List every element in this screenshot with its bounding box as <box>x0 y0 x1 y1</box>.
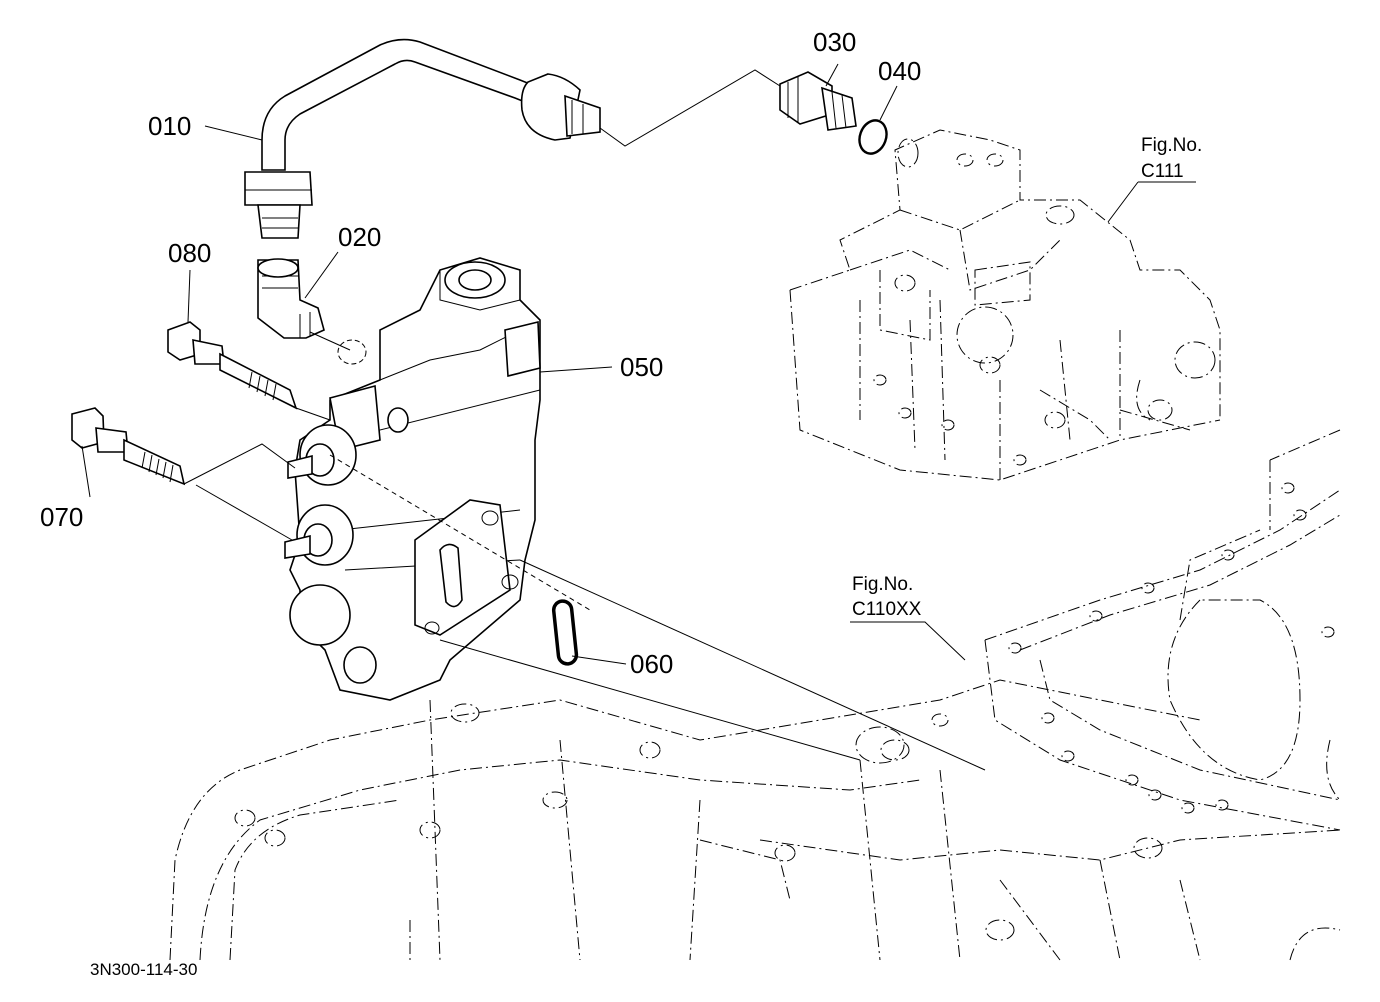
bolt-080 <box>167 321 298 410</box>
transmission-housing <box>169 679 1341 961</box>
figure-references: Fig.No. C111 Fig.No. C110XX <box>852 135 1202 620</box>
fig-ref-c111-line2: C111 <box>1141 161 1184 182</box>
callout-030: 030 <box>813 27 856 57</box>
callout-070: 070 <box>40 502 83 532</box>
callout-080: 080 <box>168 238 211 268</box>
elbow-020 <box>257 258 325 339</box>
fig-ref-c111-line1: Fig.No. <box>1141 135 1202 156</box>
control-valve-c111 <box>789 129 1221 481</box>
callout-020: 020 <box>338 222 381 252</box>
assembly-lines <box>183 69 986 771</box>
bolt-070 <box>71 407 186 486</box>
drawing-number: 3N300-114-30 <box>90 960 197 979</box>
fig-ref-c110xx-line1: Fig.No. <box>852 574 913 595</box>
leader-lines <box>81 63 1196 665</box>
callout-050: 050 <box>620 352 663 382</box>
valve-body-050 <box>284 257 541 701</box>
callout-060: 060 <box>630 649 673 679</box>
callout-labels: 010 020 030 040 050 060 070 080 <box>40 27 921 679</box>
fig-ref-c110xx-line2: C110XX <box>852 599 922 620</box>
o-ring-040 <box>858 119 888 155</box>
pipe-010 <box>244 38 601 239</box>
callout-010: 010 <box>148 111 191 141</box>
main-frame-c110xx <box>984 429 1341 831</box>
callout-040: 040 <box>878 56 921 86</box>
o-ring-060 <box>551 599 579 666</box>
adapter-030 <box>779 71 857 131</box>
